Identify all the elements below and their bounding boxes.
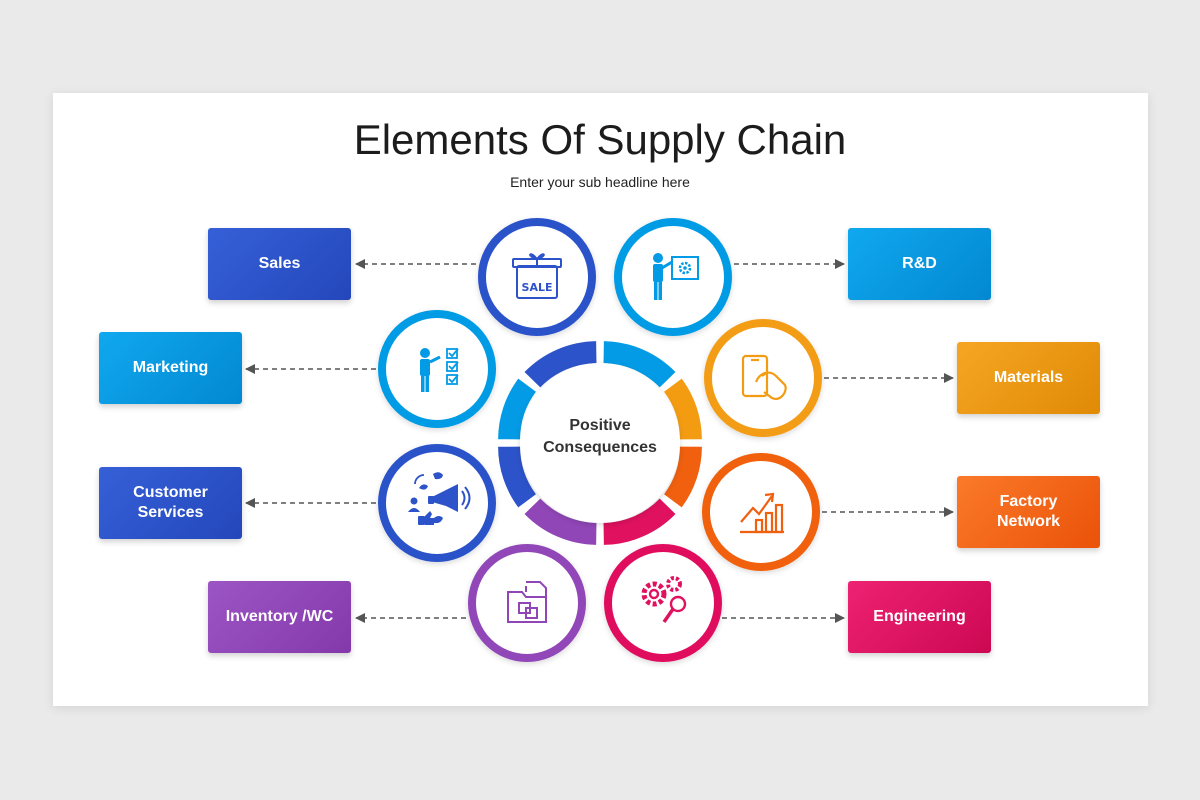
center-label: Positive Consequences — [543, 417, 657, 456]
person-checklist-icon — [420, 348, 459, 392]
ring-segment-orange — [663, 378, 702, 440]
circle-sales — [478, 218, 596, 336]
box-sales: Sales — [208, 228, 351, 300]
gears-magnifier-icon — [641, 576, 687, 623]
ring-segment-purple — [524, 498, 597, 545]
box-engineering: Engineering — [848, 581, 991, 653]
ring-segment-deep-orange — [663, 446, 702, 508]
box-marketing: Marketing — [99, 332, 242, 404]
ring-segment-blue-left-lower — [498, 446, 537, 508]
ring-segment-lightblue-left — [498, 378, 537, 440]
ring-segment-lightblue-top — [603, 341, 676, 388]
box-materials: Materials — [957, 342, 1100, 414]
circle-marketing — [378, 310, 496, 428]
center-ring — [498, 341, 702, 545]
sale-box-icon: SALE — [512, 253, 562, 299]
ring-segment-blue-top — [524, 341, 597, 388]
folder-documents-icon — [507, 581, 547, 623]
center-disc — [520, 363, 680, 523]
megaphone-social-icon — [408, 472, 471, 525]
circle-materials — [704, 319, 822, 437]
box-inventory: Inventory /WC — [208, 581, 351, 653]
box-customer-services: Customer Services — [99, 467, 242, 539]
svg-text:SALE: SALE — [522, 281, 553, 294]
hand-phone-icon — [741, 354, 787, 400]
ring-segment-pink — [603, 498, 676, 545]
box-rnd: R&D — [848, 228, 991, 300]
circle-engineering — [604, 544, 722, 662]
growth-chart-icon — [740, 492, 784, 534]
connector-arrows — [245, 259, 954, 623]
presentation-gear-icon — [653, 253, 699, 300]
page-title: Elements Of Supply Chain — [353, 116, 847, 163]
page-subtitle: Enter your sub headline here — [510, 174, 690, 190]
box-factory-network: Factory Network — [957, 476, 1100, 548]
